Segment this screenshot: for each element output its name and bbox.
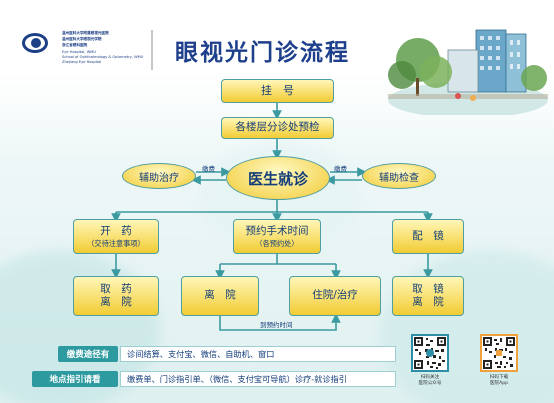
register-step: 挂 号	[221, 79, 334, 103]
app-qr-caption: 扫码下载 医院App	[477, 375, 521, 386]
glasses-pickup-step: 取 镜 离 院	[392, 276, 464, 316]
glasses-label: 配 镜	[412, 229, 444, 242]
doctor-visit-label: 医生就诊	[247, 169, 308, 188]
qr-caption-line: 医院App	[489, 380, 509, 386]
glasses-step: 配 镜	[392, 219, 464, 254]
inpatient-step: 住院/治疗	[289, 276, 381, 316]
location-guide-tag: 地点指引请看	[32, 371, 118, 387]
qr-caption-line: 扫码关注	[420, 375, 440, 380]
register-label: 挂 号	[261, 84, 294, 98]
wechat-qr-caption: 扫码关注 医院公众号	[408, 375, 452, 386]
pay-label-right: 缴费	[334, 165, 347, 173]
appointment-note: 到预约时间	[260, 321, 293, 329]
surgery-appointment-step: 预约手术时间 （各预约处）	[233, 219, 321, 254]
eye-logo-icon	[22, 33, 48, 53]
leave-label: 离 院	[204, 289, 236, 302]
surgery-label: 预约手术时间	[245, 225, 309, 238]
inpatient-label: 住院/治疗	[312, 289, 358, 302]
pickup-medicine-step: 取 药 离 院	[73, 276, 159, 316]
doctor-visit-node: 医生就诊	[226, 156, 330, 200]
pay-label-left: 缴费	[202, 165, 215, 173]
surgery-sublabel: （各预约处）	[255, 238, 299, 248]
precheck-step: 各楼层分诊处预检	[221, 117, 334, 139]
glasses-pick-line1: 取 镜	[412, 282, 444, 295]
medicine-label: 开 药	[100, 225, 132, 238]
institution-line: 浙江省眼科医院	[62, 43, 88, 47]
institution-line: 温州医科大学附属眼视光医院	[62, 31, 109, 35]
qr-caption-line: 扫码下载	[489, 375, 509, 380]
qr-caption-line: 医院公众号	[418, 380, 442, 386]
institution-line: Eye Hospital, WMU	[62, 50, 96, 54]
institution-line: Zhejiang Eye Hospital	[62, 60, 102, 64]
location-guide-text: 缴费单、门诊指引单、（微信、支付宝可导航）诊疗-就诊指引	[120, 371, 396, 387]
wechat-qr-code[interactable]	[411, 334, 449, 372]
aux-treatment-label: 辅助治疗	[139, 172, 179, 184]
aux-treatment-node: 辅助治疗	[122, 163, 196, 189]
institution-line: 温州医科大学眼视光学院	[62, 37, 102, 41]
glasses-pick-line2: 离 院	[412, 296, 444, 308]
institution-line: School of Ophthalmology & Optometry, WMU	[62, 55, 144, 59]
leave-hospital-step: 离 院	[181, 276, 259, 316]
precheck-label: 各楼层分诊处预检	[235, 121, 320, 134]
qr-code-icon	[483, 337, 515, 369]
arrow-return-appointment	[219, 313, 341, 331]
page-title: 眼视光门诊流程	[175, 40, 350, 66]
pickup-line1: 取 药	[100, 282, 132, 295]
aux-check-node: 辅助检查	[362, 163, 436, 189]
hospital-building-illustration	[388, 29, 548, 115]
app-qr-code[interactable]	[480, 334, 518, 372]
medicine-sublabel: （交待注意事项）	[87, 238, 145, 248]
pickup-line2: 离 院	[100, 296, 132, 308]
header-divider	[151, 30, 153, 70]
eye-logo-pupil	[31, 38, 41, 48]
medicine-step: 开 药 （交待注意事项）	[73, 219, 159, 254]
aux-check-label: 辅助检查	[379, 172, 419, 184]
payment-methods-text: 诊间结算、支付宝、微信、自助机、窗口	[120, 346, 396, 362]
qr-code-icon	[414, 337, 446, 369]
payment-methods-tag: 缴费途径有	[58, 346, 118, 362]
